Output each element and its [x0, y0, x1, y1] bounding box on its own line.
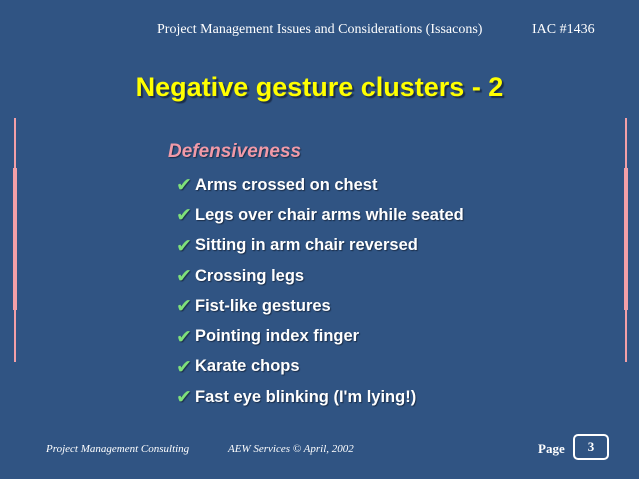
bullet-list: ✔ Arms crossed on chest ✔ Legs over chai… — [176, 170, 464, 412]
check-mark-icon: ✔ — [176, 295, 192, 318]
bullet-item: ✔ Fist-like gestures — [176, 291, 464, 321]
bullet-item: ✔ Legs over chair arms while seated — [176, 200, 464, 230]
course-code: IAC #1436 — [532, 22, 595, 37]
check-mark-icon: ✔ — [176, 386, 192, 409]
bullet-text: Legs over chair arms while seated — [195, 205, 464, 224]
page-label: Page — [538, 441, 565, 456]
bullet-item: ✔ Crossing legs — [176, 261, 464, 291]
check-mark-icon: ✔ — [176, 265, 192, 288]
bullet-item: ✔ Sitting in arm chair reversed — [176, 231, 464, 261]
check-mark-icon: ✔ — [176, 355, 192, 378]
section-heading: Defensiveness — [168, 141, 302, 162]
bullet-text: Fist-like gestures — [195, 296, 331, 315]
bullet-item: ✔ Arms crossed on chest — [176, 170, 464, 200]
footer-organization: Project Management Consulting — [46, 443, 190, 455]
check-mark-icon: ✔ — [176, 234, 192, 257]
left-decorative-bar — [13, 118, 17, 362]
bullet-item: ✔ Pointing index finger — [176, 321, 464, 351]
bullet-text: Pointing index finger — [195, 327, 360, 346]
check-mark-icon: ✔ — [176, 325, 192, 348]
page-number: 3 — [573, 434, 609, 460]
right-decorative-bar — [624, 118, 628, 362]
bullet-text: Crossing legs — [195, 266, 305, 285]
footer-copyright: AEW Services © April, 2002 — [228, 443, 354, 455]
course-title: Project Management Issues and Considerat… — [157, 22, 483, 37]
check-mark-icon: ✔ — [176, 174, 192, 197]
bullet-item: ✔ Fast eye blinking (I'm lying!) — [176, 382, 464, 412]
bullet-text: Arms crossed on chest — [195, 175, 378, 194]
bullet-text: Sitting in arm chair reversed — [195, 236, 418, 255]
bullet-text: Fast eye blinking (I'm lying!) — [195, 387, 417, 406]
bullet-item: ✔ Karate chops — [176, 352, 464, 382]
slide-title: Negative gesture clusters - 2 — [135, 72, 504, 102]
check-mark-icon: ✔ — [176, 204, 192, 227]
bullet-text: Karate chops — [195, 357, 300, 376]
